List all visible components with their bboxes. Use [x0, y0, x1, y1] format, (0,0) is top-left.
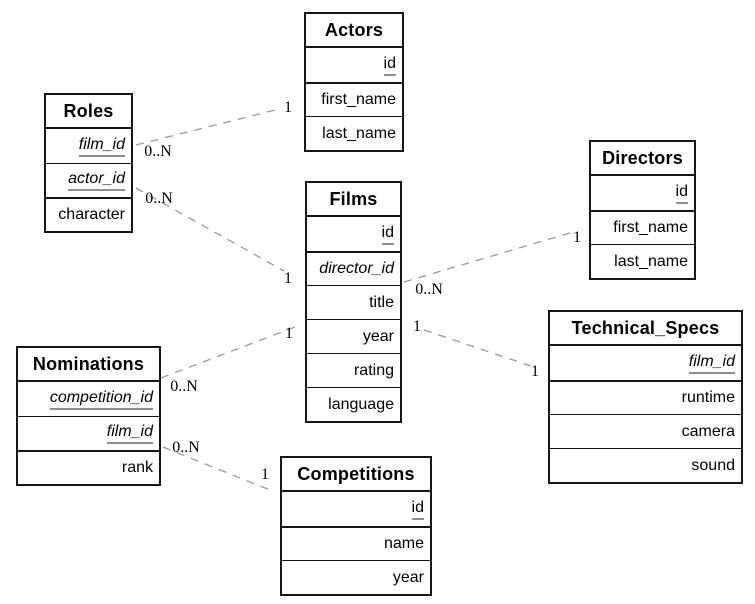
- attribute-name: last_name: [614, 252, 688, 270]
- cardinality-label: 1: [261, 466, 269, 483]
- entity-title: Roles: [46, 95, 131, 129]
- attribute-row: year: [307, 319, 400, 353]
- entity-table-directors: Directors id first_name last_name: [589, 140, 696, 280]
- attribute-name: year: [392, 568, 424, 586]
- entity-title: Films: [307, 183, 400, 217]
- cardinality-label: 1: [285, 325, 293, 342]
- attribute-name: title: [369, 293, 394, 311]
- attribute-row: last_name: [591, 244, 694, 278]
- attribute-name: runtime: [681, 389, 735, 406]
- attribute-row: language: [307, 387, 400, 421]
- cardinality-label: 1: [284, 99, 292, 116]
- attribute-row: film_id: [550, 346, 741, 380]
- attribute-row: camera: [550, 414, 741, 448]
- attribute-row: actor_id: [46, 163, 131, 197]
- cardinality-label: 1: [573, 229, 581, 246]
- attribute-name: id: [383, 55, 396, 76]
- cardinality-label: 1: [413, 318, 421, 335]
- attribute-row: id: [591, 176, 694, 210]
- attribute-row: name: [282, 526, 430, 560]
- relationship-line-films-directors: [403, 232, 571, 283]
- entity-table-roles: Roles film_id actor_id character: [44, 93, 133, 233]
- cardinality-label: 0..N: [145, 190, 173, 207]
- attribute-name: camera: [681, 422, 735, 440]
- attribute-name: id: [411, 499, 424, 520]
- attribute-name: language: [328, 395, 394, 413]
- relationship-line-roles-films: [135, 187, 285, 272]
- attribute-name: name: [383, 535, 424, 552]
- attribute-row: rank: [18, 450, 159, 484]
- entity-title: Actors: [306, 14, 402, 48]
- entity-title: Nominations: [18, 348, 159, 382]
- attribute-row: id: [282, 492, 430, 526]
- attribute-name: rank: [121, 459, 153, 476]
- attribute-row: sound: [550, 448, 741, 482]
- attribute-row: character: [46, 197, 131, 231]
- attribute-name: id: [381, 224, 394, 245]
- entity-title: Competitions: [282, 458, 430, 492]
- entity-table-competitions: Competitions id name year: [280, 456, 432, 596]
- attribute-name: id: [675, 183, 688, 204]
- attribute-row: runtime: [550, 380, 741, 414]
- attribute-name: character: [58, 206, 125, 223]
- cardinality-label: 1: [531, 363, 539, 380]
- attribute-row: title: [307, 285, 400, 319]
- entity-title: Technical_Specs: [550, 312, 741, 346]
- cardinality-label: 0..N: [415, 281, 443, 298]
- attribute-name: last_name: [322, 124, 396, 142]
- attribute-row: director_id: [307, 251, 400, 285]
- relationship-line-nominations-competitions: [162, 446, 271, 491]
- attribute-name: first_name: [321, 91, 396, 108]
- attribute-row: first_name: [306, 82, 402, 116]
- attribute-name: competition_id: [49, 389, 153, 410]
- relationship-line-films-technical_specs: [423, 329, 532, 367]
- attribute-name: actor_id: [68, 170, 125, 191]
- attribute-name: film_id: [106, 423, 153, 444]
- attribute-name: rating: [353, 361, 394, 379]
- attribute-row: competition_id: [18, 382, 159, 416]
- attribute-row: id: [307, 217, 400, 251]
- relationship-line-roles-actors: [135, 108, 280, 146]
- entity-table-actors: Actors id first_name last_name: [304, 12, 404, 152]
- attribute-name: film_id: [78, 136, 125, 157]
- entity-title: Directors: [591, 142, 694, 176]
- attribute-row: rating: [307, 353, 400, 387]
- cardinality-label: 0..N: [144, 143, 172, 160]
- attribute-row: first_name: [591, 210, 694, 244]
- cardinality-label: 0..N: [170, 378, 198, 395]
- attribute-name: year: [362, 327, 394, 345]
- cardinality-label: 1: [284, 270, 292, 287]
- attribute-name: sound: [691, 456, 735, 474]
- attribute-row: film_id: [18, 416, 159, 450]
- relationship-line-nominations-films: [160, 326, 296, 379]
- attribute-name: director_id: [319, 260, 394, 277]
- attribute-row: id: [306, 48, 402, 82]
- attribute-row: year: [282, 560, 430, 594]
- attribute-row: last_name: [306, 116, 402, 150]
- attribute-name: film_id: [688, 353, 735, 374]
- attribute-row: film_id: [46, 129, 131, 163]
- cardinality-label: 0..N: [172, 439, 200, 456]
- attribute-name: first_name: [613, 219, 688, 236]
